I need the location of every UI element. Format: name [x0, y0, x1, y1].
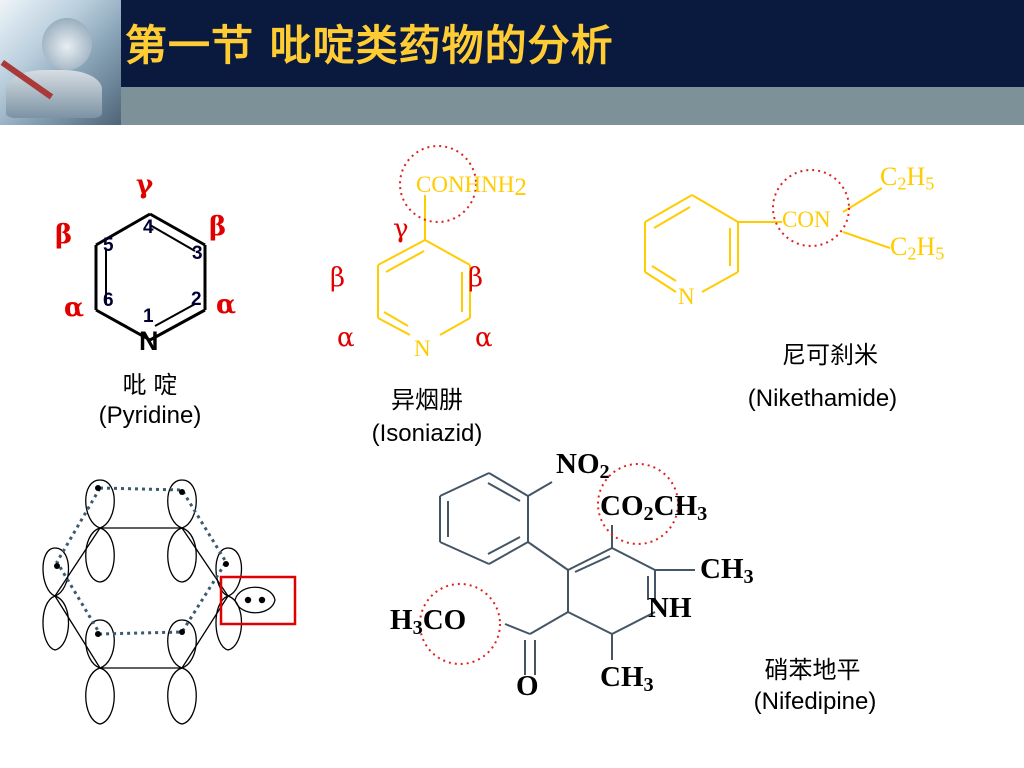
pyridine-position-5: 5 [103, 235, 114, 256]
ch3-bottom-sub: 3 [643, 674, 654, 697]
pyridine-position-2: 2 [191, 289, 202, 310]
ethyl-top-c-sub: 2 [897, 173, 907, 194]
title-band [121, 0, 1024, 87]
ch3-top-sub: 3 [743, 566, 754, 589]
nifedipine-ch3-top: CH3 [700, 553, 754, 589]
co2ch3-ch: CH [653, 490, 698, 522]
nikethamide-name-en: (Nikethamide) [747, 385, 898, 412]
ch3-bottom-main: CH [600, 661, 644, 693]
pyridine-beta-left-label: β [55, 220, 73, 250]
co2ch3-co-sub: 2 [643, 503, 654, 526]
isoniazid-gamma-label: γ [393, 214, 409, 244]
h3co-rest: CO [422, 604, 467, 636]
nifedipine-nh: NH [648, 592, 692, 624]
nifedipine-name-cn: 硝苯地平 [764, 657, 861, 684]
page-title: 第一节 吡啶类药物的分析 [125, 21, 614, 70]
nifedipine-ester-circle-left [419, 583, 501, 665]
pyridine-alpha-left-label: α [64, 293, 85, 323]
pyridine-name-cn: 吡 啶 [122, 372, 178, 399]
isoniazid-group: CONHNH2 [416, 172, 527, 202]
nifedipine-structure [439, 472, 695, 675]
nifedipine-h3co: H3CO [390, 604, 466, 640]
pyridine-ring [94, 212, 207, 342]
nifedipine-name-en: (Nifedipine) [753, 688, 877, 715]
pyridine-name-en: (Pyridine) [98, 402, 202, 429]
pyridine-alpha-right-label: α [216, 290, 237, 320]
nifedipine-ester-circle-top [597, 463, 679, 545]
h3co-h: H [390, 604, 413, 636]
isoniazid-alpha-right-label: α [475, 323, 493, 353]
pyridine-position-3: 3 [192, 243, 203, 264]
co2ch3-co: CO [600, 490, 644, 522]
co2ch3-ch-sub: 3 [697, 503, 708, 526]
pyridine-position-4: 4 [143, 217, 154, 238]
slide-header: 第一节 吡啶类药物的分析 [0, 0, 1024, 125]
photo-face [42, 18, 92, 70]
nifedipine-co2ch3: CO2CH3 [600, 490, 707, 526]
nifedipine-no2: NO2 [556, 448, 610, 484]
ethyl-bottom-c-sub: 2 [907, 243, 917, 264]
isoniazid-name-cn: 异烟肼 [391, 387, 463, 414]
nifedipine-carbonyl-o: O [516, 670, 539, 702]
lone-pair-highlight-box [219, 575, 297, 626]
nikethamide-ring [644, 187, 891, 293]
pyridine-nitrogen: N [139, 326, 159, 356]
orbital-electrons [54, 485, 266, 637]
ethyl-top-h-sub: 5 [925, 173, 935, 194]
pyridine-beta-right-label: β [209, 212, 227, 242]
pyridine-gamma-label: γ [136, 170, 154, 200]
no2-sub: 2 [599, 461, 610, 484]
ethyl-top-h: H [906, 162, 926, 191]
nikethamide-group: CON [782, 207, 831, 232]
header-photo [0, 0, 121, 125]
isoniazid-highlight-circle [399, 145, 477, 223]
orbital-dotted-hexagon [55, 486, 228, 636]
ch3-top-main: CH [700, 553, 744, 585]
no2-main: NO [556, 448, 600, 480]
isoniazid-group-main: CONHNH [416, 172, 515, 197]
pyridine-position-6: 6 [103, 290, 114, 311]
isoniazid-group-sub: 2 [514, 174, 527, 201]
nikethamide-ethyl-bottom: C2H5 [890, 232, 944, 265]
nifedipine-ch3-bottom: CH3 [600, 661, 654, 697]
isoniazid-nitrogen: N [414, 336, 431, 361]
ethyl-top-c: C [880, 162, 898, 191]
isoniazid-beta-right-label: β [468, 263, 484, 293]
nikethamide-ethyl-top: C2H5 [880, 162, 934, 195]
ethyl-bottom-h-sub: 5 [935, 243, 945, 264]
ethyl-bottom-h: H [916, 232, 936, 261]
nikethamide-nitrogen: N [678, 284, 695, 309]
nikethamide-name-cn: 尼可刹米 [782, 342, 878, 369]
isoniazid-ring [377, 195, 471, 336]
pyridine-position-1: 1 [143, 306, 154, 327]
subtitle-band [121, 87, 1024, 125]
isoniazid-name-en: (Isoniazid) [371, 420, 483, 447]
orbital-diagram [42, 479, 276, 725]
nikethamide-highlight-circle [772, 169, 850, 247]
isoniazid-alpha-left-label: α [337, 323, 355, 353]
h3co-sub: 3 [412, 617, 423, 640]
isoniazid-beta-left-label: β [330, 263, 346, 293]
ethyl-bottom-c: C [890, 232, 908, 261]
